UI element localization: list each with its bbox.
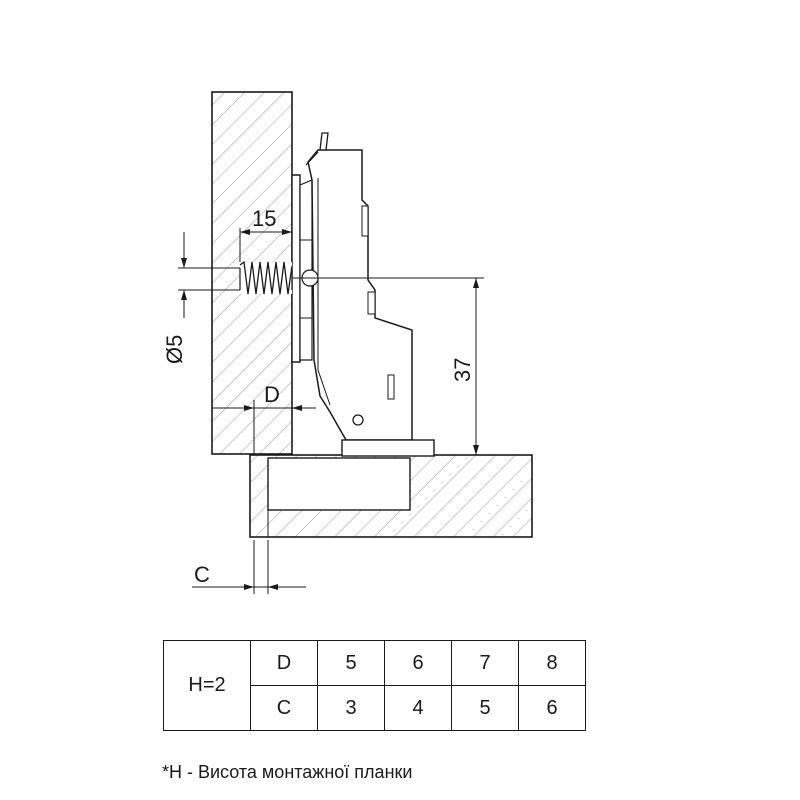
dimension-37: 37 [292, 277, 484, 455]
screw [239, 260, 293, 295]
dim-diameter-label: Ø5 [162, 335, 187, 364]
footnote: *H - Висота монтажної планки [162, 762, 413, 782]
table-cell: 3 [317, 685, 385, 731]
hinge-arm [301, 132, 413, 441]
spec-table: H=2 D 5 6 7 8 C 3 4 5 6 [163, 640, 586, 731]
h-cell: H=2 [163, 640, 251, 731]
dimension-d: D [212, 382, 316, 455]
dim-c-label: C [194, 562, 210, 587]
table-cell: 6 [384, 640, 452, 686]
table-cell: 5 [317, 640, 385, 686]
dim-15-label: 15 [252, 206, 276, 231]
dim-37-label: 37 [450, 358, 475, 382]
table-cell: 8 [518, 640, 586, 686]
table-cell: 6 [518, 685, 586, 731]
row-label-c: C [250, 685, 318, 731]
dimension-15: 15 [239, 206, 293, 262]
hinge-technical-drawing: 15 Ø5 37 D C [162, 91, 533, 594]
mounting-plate [291, 174, 313, 363]
table-row: C 3 4 5 6 [164, 685, 586, 731]
table-cell: 4 [384, 685, 452, 731]
table-cell: 5 [451, 685, 519, 731]
row-label-d: D [250, 640, 318, 686]
dimension-c: C [192, 540, 306, 594]
dimension-diameter: Ø5 [162, 232, 240, 364]
door-panel [249, 454, 533, 538]
table-cell: 7 [451, 640, 519, 686]
table-row: H=2 D 5 6 7 8 [163, 640, 586, 731]
hinge-cup [341, 439, 435, 457]
dim-d-label: D [264, 382, 280, 407]
